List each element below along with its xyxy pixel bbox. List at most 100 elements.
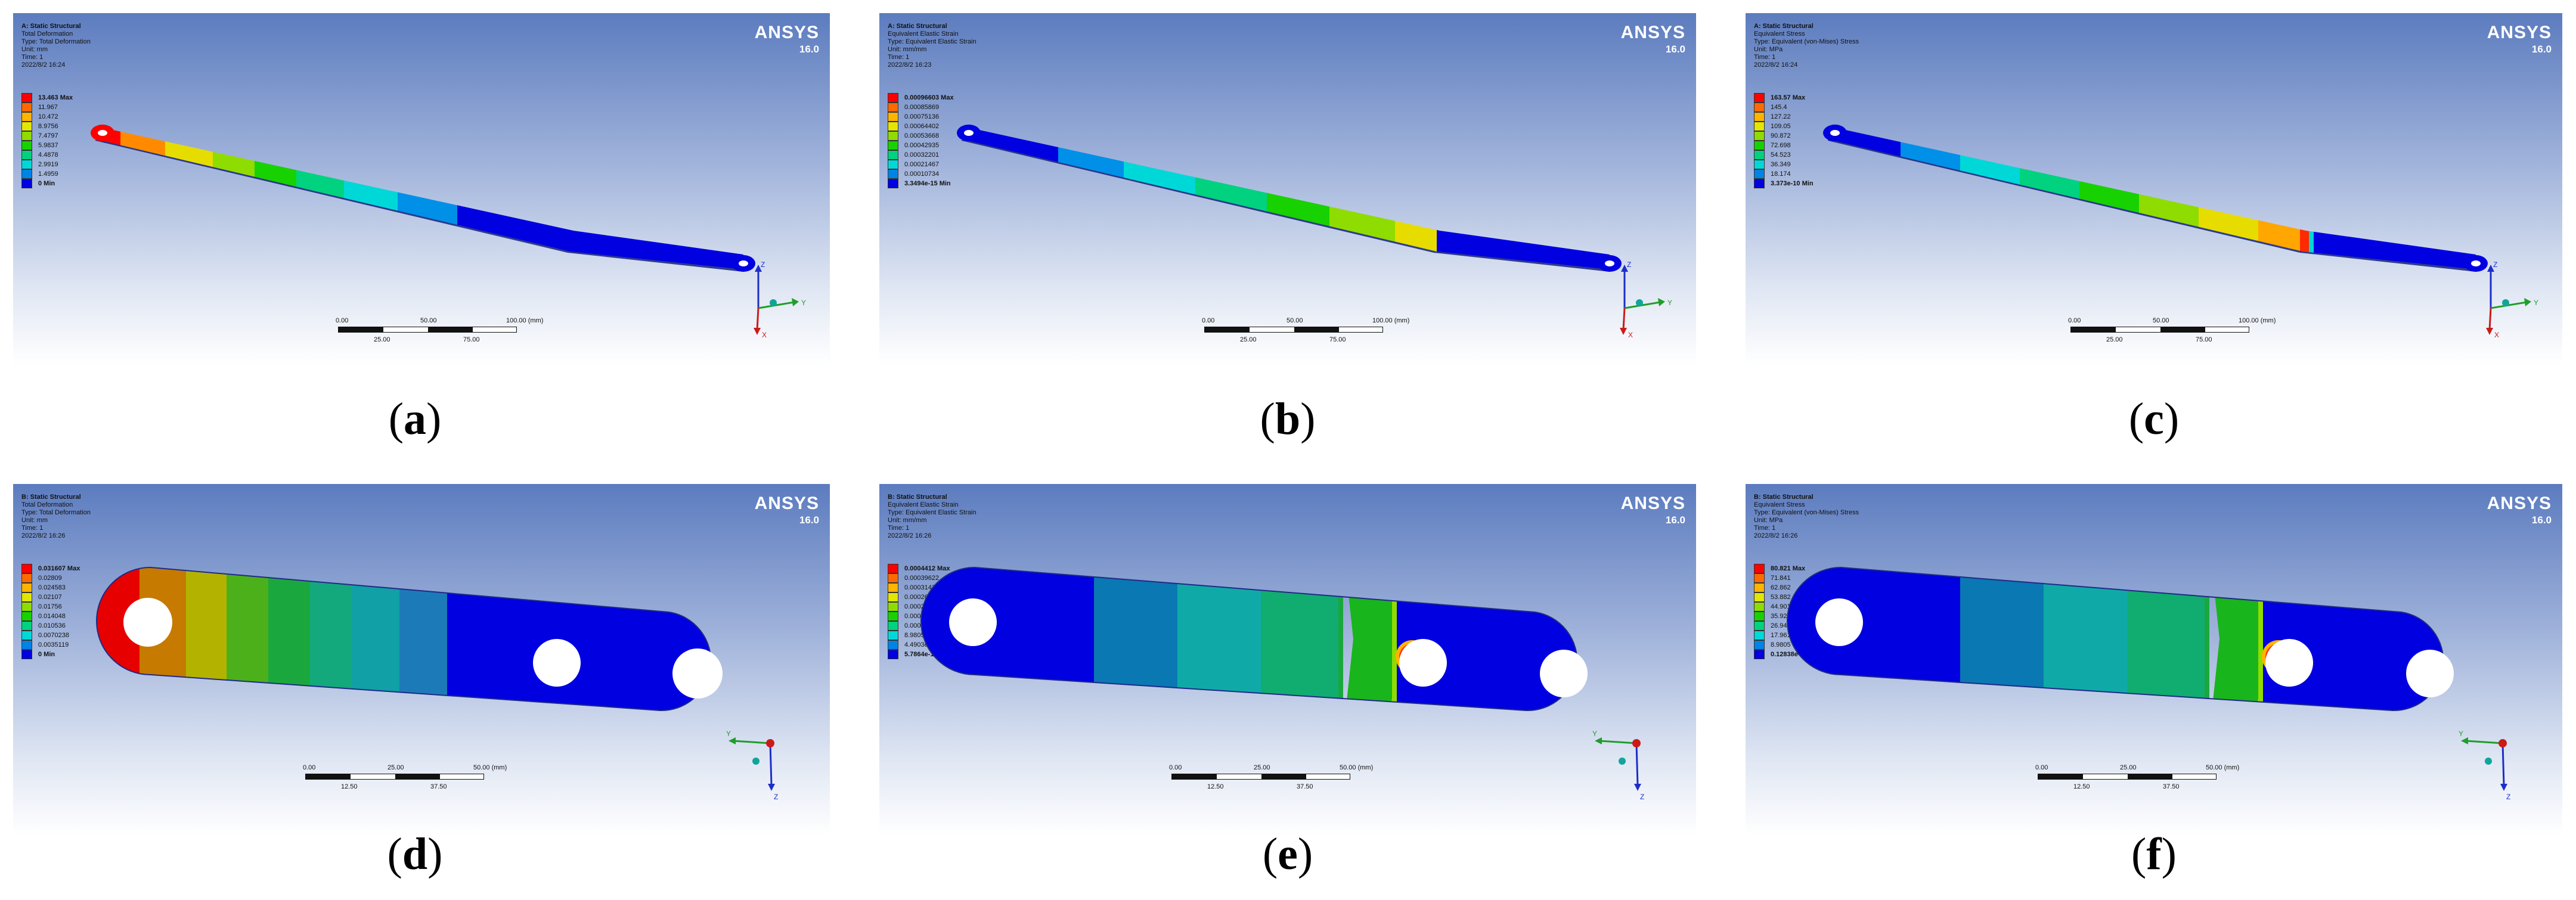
link-model[interactable] <box>1746 484 2562 836</box>
legend-swatch <box>888 612 898 621</box>
scale-bar: 0.00 50.00 100.00 (mm) 25.00 75.00 <box>1202 317 1409 348</box>
result-header: A: Static Structural Total Deformation T… <box>21 23 91 69</box>
result-timestamp: 2022/8/2 16:26 <box>1754 532 1798 539</box>
legend-swatch <box>888 131 898 141</box>
axis-y-label: Y <box>1667 299 1672 307</box>
legend-swatch <box>888 112 898 122</box>
legend-label: 54.523 <box>1771 151 1791 159</box>
coordinate-triad-icon[interactable]: Y Z <box>723 719 788 803</box>
legend-swatch <box>888 169 898 179</box>
legend-label: 0.0070238 <box>38 632 69 639</box>
legend-swatch <box>1754 640 1765 650</box>
link-model[interactable] <box>13 484 830 836</box>
legend-swatch <box>888 621 898 631</box>
legend-swatch <box>1754 179 1765 188</box>
analysis-title: B: Static Structural <box>21 494 81 501</box>
link-model[interactable] <box>879 484 1696 836</box>
legend-label: 53.882 <box>1771 594 1791 601</box>
result-name: Equivalent Elastic Strain <box>888 30 959 38</box>
scale-label: 0.00 <box>336 317 349 324</box>
legend-swatch <box>21 602 32 612</box>
legend-swatch <box>888 602 898 612</box>
legend-label: 3.373e-10 Min <box>1771 180 1814 187</box>
legend-swatch <box>21 631 32 640</box>
coordinate-triad-icon[interactable]: Z Y X <box>1613 257 1678 341</box>
scale-label: 50.00 (mm) <box>473 764 507 771</box>
legend-label: 2.9919 <box>38 161 58 168</box>
legend-label: 7.4797 <box>38 132 58 139</box>
axis-y-label: Y <box>801 299 806 307</box>
scale-bar: 0.00 25.00 50.00 (mm) 12.50 37.50 <box>1169 764 1373 795</box>
deformed-link-model[interactable] <box>1746 13 2562 365</box>
scale-label: 75.00 <box>1329 336 1346 343</box>
legend-label: 0.01756 <box>38 603 62 610</box>
legend-swatch <box>21 583 32 592</box>
deformed-link-model[interactable] <box>13 13 830 365</box>
result-unit: Unit: mm/mm <box>888 46 927 53</box>
result-time: Time: 1 <box>1754 54 1776 61</box>
legend-swatch <box>21 573 32 583</box>
legend-label: 18.174 <box>1771 170 1791 178</box>
brand-version: 16.0 <box>799 44 819 55</box>
legend-label: 90.872 <box>1771 132 1791 139</box>
result-type: Type: Equivalent (von-Mises) Stress <box>1754 38 1859 45</box>
axis-x-label: X <box>2494 331 2499 339</box>
scale-label: 25.00 <box>1254 764 1270 771</box>
result-panel-c: A: Static Structural Equivalent Stress T… <box>1746 13 2562 365</box>
scale-label: 37.50 <box>1297 783 1313 790</box>
legend-label: 11.967 <box>38 104 58 111</box>
result-type: Type: Total Deformation <box>21 38 91 45</box>
result-header: A: Static Structural Equivalent Elastic … <box>888 23 977 69</box>
legend-swatch <box>21 141 32 150</box>
legend-label: 0.00021467 <box>904 161 940 168</box>
scale-label: 50.00 <box>420 317 437 324</box>
coordinate-triad-icon[interactable]: Y Z <box>1589 719 1654 803</box>
legend-swatch <box>888 583 898 592</box>
legend-swatch <box>888 160 898 169</box>
legend-label: 26.941 <box>1771 622 1791 629</box>
deformed-link-model[interactable] <box>879 13 1696 365</box>
legend-swatch <box>21 93 32 103</box>
legend-swatch <box>1754 93 1765 103</box>
legend-label: 0 Min <box>38 180 55 187</box>
legend-swatch <box>21 179 32 188</box>
legend-label: 0.00096603 Max <box>904 94 954 101</box>
legend-swatch <box>21 160 32 169</box>
legend-label: 44.901 <box>1771 603 1791 610</box>
scale-label: 50.00 (mm) <box>1340 764 1374 771</box>
result-type: Type: Equivalent Elastic Strain <box>888 38 977 45</box>
result-timestamp: 2022/8/2 16:24 <box>21 61 66 69</box>
link-outline <box>1787 566 2444 712</box>
caption-letter: f <box>2146 829 2162 879</box>
analysis-title: A: Static Structural <box>21 23 81 30</box>
axis-x-label: X <box>1628 331 1633 339</box>
legend-swatch <box>888 573 898 583</box>
left-pin-hole <box>1830 130 1840 136</box>
analysis-title: A: Static Structural <box>888 23 947 30</box>
analysis-title: A: Static Structural <box>1754 23 1814 30</box>
coordinate-triad-icon[interactable]: Y Z <box>2455 719 2521 803</box>
scale-label: 25.00 <box>388 764 404 771</box>
coordinate-triad-icon[interactable]: Z Y X <box>2479 257 2544 341</box>
scale-label: 50.00 <box>2153 317 2169 324</box>
axis-z-label: Z <box>2493 260 2497 269</box>
result-name: Total Deformation <box>21 30 73 38</box>
legend-label: 0.00042935 <box>904 142 940 149</box>
legend-swatch <box>1754 631 1765 640</box>
legend-label: 0.024583 <box>38 584 66 591</box>
legend-swatch <box>888 564 898 573</box>
coordinate-triad-icon[interactable]: Z Y X <box>746 257 812 341</box>
result-time: Time: 1 <box>888 54 910 61</box>
result-panel-a: A: Static Structural Total Deformation T… <box>13 13 830 365</box>
legend-swatch <box>1754 122 1765 131</box>
caption-c: (c) <box>2128 394 2180 444</box>
right-pin-hole <box>739 260 748 266</box>
legend-swatch <box>21 640 32 650</box>
legend-label: 127.22 <box>1771 113 1791 120</box>
result-time: Time: 1 <box>21 525 44 532</box>
axis-y-label: Y <box>726 730 731 738</box>
scale-label: 0.00 <box>303 764 316 771</box>
legend-swatch <box>888 141 898 150</box>
ansys-logo: ANSYS 16.0 <box>2487 495 2552 526</box>
scale-label: 25.00 <box>1240 336 1257 343</box>
